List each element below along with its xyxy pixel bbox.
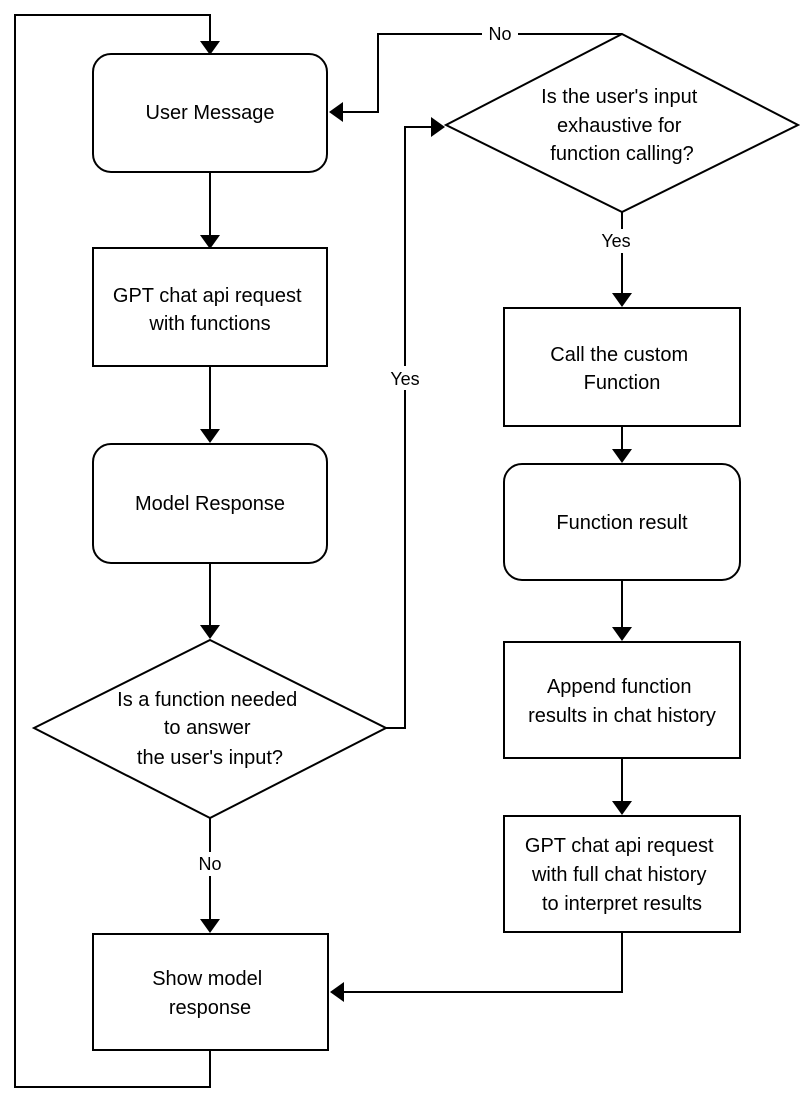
svg-text:Call the custom Function: Call the custom Function: [550, 344, 693, 394]
node-text-line: to interpret results: [542, 893, 702, 915]
edge-label-exhaustive-no: No: [488, 24, 511, 44]
node-call-custom-function: Call the custom Function: [503, 307, 741, 427]
svg-text:Append function results: Append function results in chat history: [528, 676, 716, 727]
node-text-line: results in chat history: [528, 705, 716, 727]
node-append-function-results: Append function results in chat history: [503, 641, 741, 759]
node-text-line: Call the custom: [550, 344, 688, 366]
edge-label-needed-no: No: [198, 854, 221, 874]
svg-text:GPT chat api request wit: GPT chat api request with functions: [113, 285, 307, 335]
node-text-line: Function: [584, 372, 661, 394]
node-text-line: Is a function needed: [117, 689, 297, 711]
arrowhead: [612, 801, 632, 815]
node-text-line: Function result: [556, 512, 688, 534]
arrowhead: [431, 117, 445, 137]
edge-decision-yes: [386, 126, 432, 729]
edge-loop-to-user-message: [14, 14, 211, 1088]
node-text-line: Show model: [152, 968, 262, 990]
node-text-line: to answer: [164, 717, 251, 739]
node-decision-input-exhaustive: Is the user's input exhaustive for funct…: [443, 32, 800, 214]
edge-label-needed-yes: Yes: [390, 369, 419, 389]
node-gpt-request-with-functions: GPT chat api request with functions: [92, 247, 328, 367]
svg-text:Function result: Function result: [556, 512, 688, 534]
node-text-line: Model Response: [135, 493, 285, 515]
node-text-line: exhaustive for: [557, 115, 682, 137]
svg-text:GPT chat api request wit: GPT chat api request with full chat hist…: [525, 835, 719, 915]
arrowhead: [612, 293, 632, 307]
svg-text:Is the user's input exha: Is the user's input exhaustive for funct…: [541, 86, 703, 165]
arrowhead: [200, 919, 220, 933]
svg-text:Model Response: Model Response: [135, 493, 285, 515]
arrowhead: [200, 235, 220, 249]
node-text-line: GPT chat api request: [525, 835, 714, 857]
node-text-line: response: [169, 997, 251, 1019]
node-function-result: Function result: [503, 463, 741, 581]
node-text-line: Is the user's input: [541, 86, 698, 108]
node-text-line: with functions: [148, 313, 270, 335]
arrowhead: [200, 41, 220, 55]
node-text-line: the user's input?: [137, 747, 283, 769]
arrowhead: [612, 627, 632, 641]
node-text-line: Append function: [547, 676, 692, 698]
node-decision-function-needed: Is a function needed to answer the user'…: [31, 638, 389, 820]
arrowhead: [329, 102, 343, 122]
node-text-line: GPT chat api request: [113, 285, 302, 307]
arrowhead: [200, 429, 220, 443]
arrowhead: [612, 449, 632, 463]
connectors: [14, 14, 632, 1088]
svg-text:Show model response: Show model response: [152, 968, 268, 1019]
node-show-model-response: Show model response: [92, 933, 329, 1051]
edge-labels: No Yes Yes No: [192, 22, 636, 876]
arrowhead: [200, 625, 220, 639]
node-gpt-request-full-history: GPT chat api request with full chat hist…: [503, 815, 741, 933]
node-user-message: User Message: [92, 53, 328, 173]
node-text-line: with full chat history: [531, 864, 707, 886]
node-text-line: User Message: [146, 102, 275, 124]
arrowhead: [330, 982, 344, 1002]
edge-label-exhaustive-yes: Yes: [601, 231, 630, 251]
svg-text:User Message: User Message: [146, 102, 275, 124]
edge-history-to-show: [343, 932, 623, 993]
node-text-line: function calling?: [550, 143, 693, 165]
svg-text:Is a function needed to: Is a function needed to answer the user'…: [117, 689, 303, 769]
node-model-response: Model Response: [92, 443, 328, 564]
